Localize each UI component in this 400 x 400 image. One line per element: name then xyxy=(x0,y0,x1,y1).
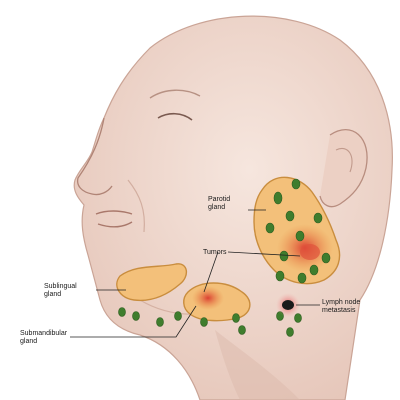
label-sublingual-line-2: gland xyxy=(44,291,62,298)
lymph-node xyxy=(232,313,240,323)
ear-inner xyxy=(335,148,353,173)
lymph-node xyxy=(174,311,182,321)
metastasis-node xyxy=(282,300,294,310)
lymph-node xyxy=(265,222,275,234)
nasolabial-fold xyxy=(127,179,145,233)
lymph-node xyxy=(200,317,208,327)
lymph-node xyxy=(291,178,301,190)
lymph-node xyxy=(313,212,323,224)
label-lymph-node-metastasis: Lymph node metastasis xyxy=(322,299,360,315)
lymph-nodes xyxy=(118,178,331,337)
lymph-node xyxy=(132,311,140,321)
label-parotid-line-1: Parotid xyxy=(208,196,231,203)
lymph-node xyxy=(279,250,289,262)
lips xyxy=(95,210,133,228)
head-shape xyxy=(73,15,393,400)
lymph-node xyxy=(294,313,302,323)
ear xyxy=(319,129,368,208)
parotid-tumor-core xyxy=(300,244,320,260)
label-sublingual-line-1: Sublingual xyxy=(44,283,77,290)
lymph-node xyxy=(118,307,126,317)
lymph-node xyxy=(286,327,294,337)
lymph-node xyxy=(285,210,295,222)
eyebrow xyxy=(149,89,201,99)
neck-shadow xyxy=(215,330,300,400)
label-submandibular-line-1: Submandibular xyxy=(20,330,68,337)
lymph-node xyxy=(275,270,285,282)
nose xyxy=(76,117,113,196)
label-submandibular-line-2: gland xyxy=(20,338,38,345)
leader-lines xyxy=(70,209,320,338)
lymph-node xyxy=(238,325,246,335)
label-lymph-line-1: Lymph node xyxy=(322,299,361,306)
leader-tumors-parotid xyxy=(227,251,301,257)
lymph-node xyxy=(309,264,319,276)
lymph-node xyxy=(297,272,307,284)
label-parotid-gland: Parotid gland xyxy=(208,196,230,212)
leader-tumors-submandibular xyxy=(203,251,219,293)
sublingual-gland xyxy=(116,263,187,302)
label-lymph-line-2: metastasis xyxy=(322,307,356,314)
label-tumors-text: Tumors xyxy=(203,249,227,256)
label-submandibular-gland: Submandibular gland xyxy=(20,330,67,346)
label-sublingual-gland: Sublingual gland xyxy=(44,283,77,299)
label-tumors: Tumors xyxy=(203,249,226,257)
label-parotid-line-2: gland xyxy=(208,204,226,211)
eye xyxy=(157,112,193,121)
lymph-node xyxy=(156,317,164,327)
lymph-node xyxy=(321,252,331,264)
leader-submandibular xyxy=(70,305,197,338)
lymph-node xyxy=(295,230,305,242)
lymph-node xyxy=(273,191,283,205)
submandibular-tumor xyxy=(192,286,224,310)
